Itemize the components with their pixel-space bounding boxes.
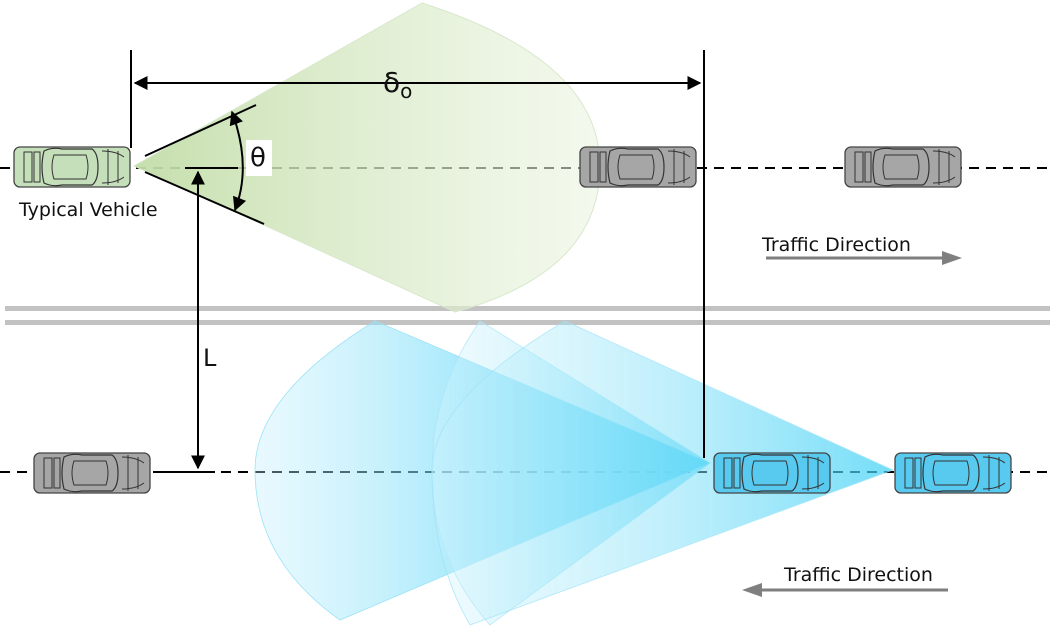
vehicle-top-right — [844, 146, 962, 188]
traffic-direction-top-label: Traffic Direction — [761, 234, 911, 256]
vehicle-bottom-middle — [713, 452, 831, 494]
theta-label: θ — [250, 143, 266, 173]
delta-label: δo — [383, 66, 412, 103]
vehicle-top-middle — [579, 146, 697, 188]
arrow-right-icon — [766, 251, 962, 265]
theta-arc — [229, 110, 247, 212]
l-label: L — [203, 344, 217, 372]
typical-vehicle-label: Typical Vehicle — [18, 199, 158, 221]
typical-vehicle-beam — [132, 2, 601, 313]
oncoming-beam-c — [431, 320, 895, 626]
vehicle-bottom-right — [894, 452, 1012, 494]
arrow-left-icon — [742, 583, 948, 597]
vehicle-bottom-left — [33, 452, 151, 494]
typical-vehicle — [13, 146, 131, 188]
road-median — [5, 306, 1050, 325]
traffic-direction-bottom-label: Traffic Direction — [783, 564, 933, 586]
